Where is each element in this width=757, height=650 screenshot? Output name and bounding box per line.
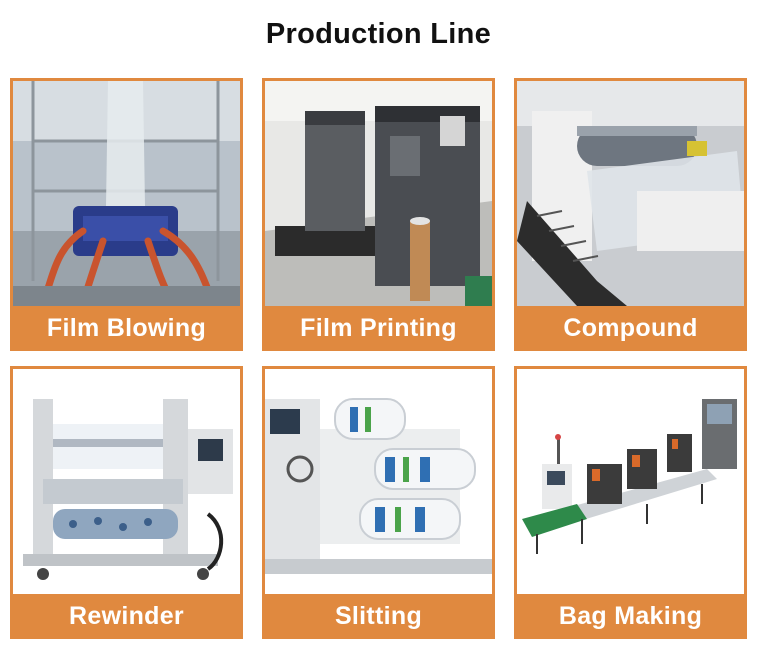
card-label: Film Printing [300,314,457,342]
card-label: Rewinder [69,602,184,630]
card-film-printing[interactable]: Film Printing [262,78,495,351]
rewinder-photo [13,369,240,594]
card-rewinder[interactable]: Rewinder [10,366,243,639]
film-printing-photo [265,81,492,306]
card-label: Slitting [334,602,423,630]
compound-photo [517,81,744,306]
card-label: Film Blowing [46,314,207,342]
card-bag-making[interactable]: Bag Making [514,366,747,639]
card-compound[interactable]: Compound [514,78,747,351]
film-blowing-photo [13,81,240,306]
card-label: Compound [563,314,698,342]
card-film-blowing[interactable]: Film Blowing [10,78,243,351]
card-label: Bag Making [558,602,703,630]
card-slitting[interactable]: Slitting [262,366,495,639]
slitting-photo [265,369,492,594]
bag-making-photo [517,369,744,594]
page-title: Production Line [265,18,492,50]
